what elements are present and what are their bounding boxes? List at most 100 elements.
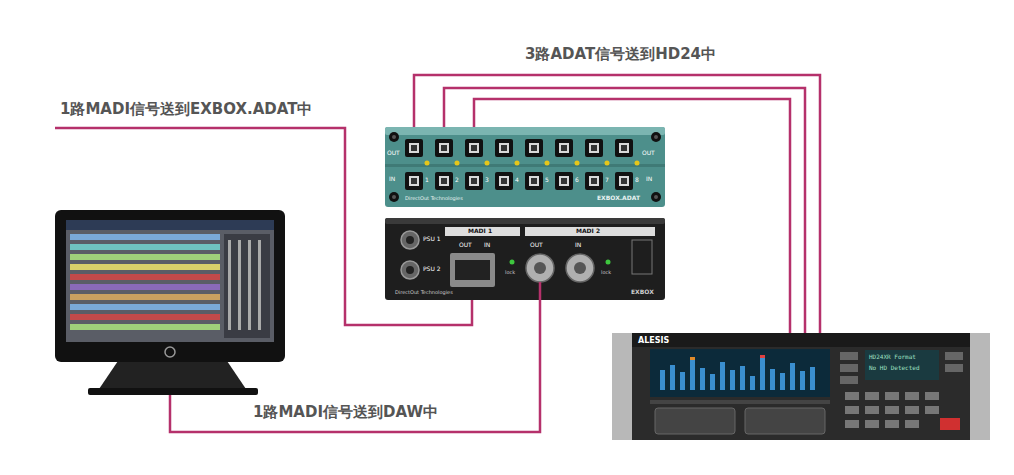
device-part [55,210,285,362]
device-part [800,371,805,390]
device-part [790,363,795,390]
device-part [401,261,419,279]
panel-label: 1 [425,177,429,184]
panel-label: HD24XR Format [869,354,916,361]
device-part [165,347,175,357]
device-part [760,355,765,358]
panel-label: 7 [605,177,609,184]
device-part [845,406,859,414]
device-part [70,244,220,250]
signal-cable [444,88,805,333]
device-part [865,350,939,380]
panel-label: PSU 1 [423,236,441,243]
device-part [455,260,490,280]
device-part [70,304,220,310]
device-part [525,139,543,157]
device-part [445,227,520,236]
device-part [539,282,542,300]
panel-label: lock [601,270,611,276]
device-part [450,253,495,287]
device-part [97,358,248,392]
signal-cable [170,300,540,432]
panel-label: No HD Detected [869,365,920,372]
device-part [525,227,655,236]
device-part [228,240,231,330]
device-label: DirectOut Technologies [395,290,453,296]
device-part [925,406,939,414]
device-part [660,370,665,390]
panel-label: MADI 2 [576,228,600,235]
panel-label: 4 [515,177,519,184]
device-part [574,262,586,274]
panel-label: IN [575,242,581,249]
device-part [615,139,633,157]
panel-label: OUT [530,242,543,249]
panel-label: 8 [635,177,639,184]
device-part [515,161,520,166]
device-part [865,420,879,428]
device-part [385,127,665,207]
device-part [905,420,919,428]
device-part [406,236,414,244]
device-part [905,406,919,414]
device-part [66,220,274,342]
device-part [555,172,573,190]
device-part [700,368,705,390]
device-part [406,266,414,274]
device-part [750,376,755,390]
daw-monitor [55,210,285,395]
device-node: DirectOut TechnologiesEXBOX.ADAT [385,127,665,207]
device-node: ALESIS [612,333,990,440]
device-part [760,358,765,390]
exbox-adat-device [385,127,665,207]
panel-label: OUT [387,150,400,157]
device-part [455,161,460,166]
device-node [55,210,285,395]
device-part [495,172,513,190]
device-part [710,374,715,390]
device-part [730,370,735,390]
device-part [612,333,632,440]
device-part [945,352,963,360]
device-part [545,161,550,166]
device-part [88,388,258,395]
device-part [670,365,675,390]
device-part [865,406,879,414]
device-part [690,360,695,390]
device-part [865,392,879,400]
device-label: EXBOX [631,289,654,296]
device-part [465,172,483,190]
device-part [70,284,220,290]
device-part [425,161,430,166]
device-part [70,254,220,260]
device-part [605,161,610,166]
device-part [70,294,220,300]
panel-label: 3 [485,177,489,184]
device-part [845,420,859,428]
device-part [435,139,453,157]
signal-label: 3路ADAT信号送到HD24中 [522,46,719,63]
device-part [510,260,515,265]
panel-label: IN [389,176,395,183]
device-part [925,392,939,400]
device-part [680,372,685,390]
device-part [585,139,603,157]
panel-label: lock [505,270,515,276]
device-label: DirectOut Technologies [405,196,463,202]
device-part [885,406,899,414]
device-part [905,392,919,400]
device-part [655,408,735,434]
device-part [632,333,970,347]
device-part [385,127,665,135]
panel-label: IN [484,242,490,249]
signal-label: 1路MADI信号送到EXBOX.ADAT中 [57,101,315,118]
device-part [585,172,603,190]
panel-label: PSU 2 [423,266,441,273]
device-part [651,132,661,142]
device-part [885,420,899,428]
device-part [575,161,580,166]
device-part [840,352,858,360]
device-part [650,400,830,404]
device-part [690,357,695,360]
